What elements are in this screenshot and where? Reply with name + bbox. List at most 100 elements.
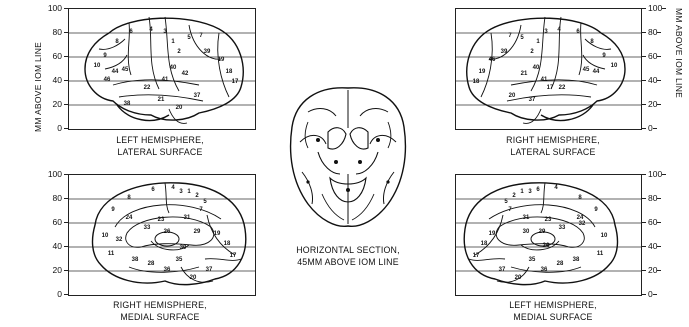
left-medial-region-label: 4 [554, 185, 558, 191]
parieto-occipital-sulcus [207, 215, 235, 255]
left-medial-region-label: 35 [529, 257, 536, 263]
left-medial-region-label: 37 [499, 267, 506, 273]
tick: 80 [53, 193, 62, 203]
caption-line-1: RIGHT HEMISPHERE, [85, 299, 235, 311]
left-lateral-region-label: 44 [112, 69, 119, 75]
right-lateral-region-label: 37 [529, 97, 536, 103]
right-lateral-region-label: 4 [557, 27, 561, 33]
tick: 20 [648, 265, 657, 275]
tick: 0 [648, 123, 653, 133]
parieto-occipital-line [481, 33, 492, 97]
tick: 0 [57, 289, 62, 299]
tick: 60 [648, 51, 657, 61]
right-lateral-region-label: 39 [501, 49, 508, 55]
caption-left-hemisphere-medial: LEFT HEMISPHERE, MEDIAL SURFACE [478, 299, 628, 323]
caption-line-2: MEDIAL SURFACE [85, 311, 235, 323]
tick: 0 [648, 289, 653, 299]
right-medial-region-label: 17 [230, 253, 237, 259]
temporal-lobe-edge [541, 105, 593, 120]
right-lateral-region-label: 40 [533, 65, 540, 71]
left-medial-region-label: 28 [557, 261, 564, 267]
left-medial-region-label: 17 [473, 253, 480, 259]
tick: 20 [648, 99, 657, 109]
paracentral-line [165, 183, 169, 213]
left-lateral-region-label: 7 [199, 33, 203, 39]
caption-line-2: LATERAL SURFACE [478, 146, 628, 158]
left-lateral-region-label: 20 [176, 105, 183, 111]
right-lateral-region-label: 22 [559, 85, 566, 91]
panel-left-hemisphere-medial: 4631257893124231933321018173029261138283… [455, 174, 642, 296]
left-lateral-region-label: 22 [144, 85, 151, 91]
tick: 100 [648, 169, 662, 179]
left-medial-region-label: 38 [573, 257, 580, 263]
superior-temporal-sulcus [507, 95, 591, 101]
left-medial-region-label: 32 [579, 221, 586, 227]
left-lateral-region-label: 19 [218, 57, 225, 63]
y-ticks-top-right: 100 80 60 40 20 0 [648, 8, 674, 128]
left-medial-region-label: 19 [489, 231, 496, 237]
tick: 60 [648, 217, 657, 227]
left-medial-region-label: 8 [578, 195, 582, 201]
right-medial-region-label: 28 [148, 261, 155, 267]
tick: 40 [648, 75, 657, 85]
tick: 80 [648, 27, 657, 37]
left-medial-region-label: 26 [543, 243, 550, 249]
right-medial-region-label: 30 [180, 245, 187, 251]
right-lateral-region-label: 2 [530, 49, 534, 55]
left-lateral-region-label: 39 [204, 49, 211, 55]
left-lateral-region-label: 42 [182, 71, 189, 77]
caption-horizontal-section: HORIZONTAL SECTION, 45MM ABOVE IOM LINE [278, 244, 418, 268]
y-ticks-bottom-right: 100 80 60 40 20 0 [648, 174, 674, 294]
caption-line-2: 45MM ABOVE IOM LINE [278, 256, 418, 268]
tick: 80 [648, 193, 657, 203]
caption-line-1: HORIZONTAL SECTION, [278, 244, 418, 256]
left-medial-region-label: 23 [545, 217, 552, 223]
left-medial-region-label: 3 [528, 189, 532, 195]
right-medial-region-label: 31 [184, 215, 191, 221]
tick: 100 [648, 3, 662, 13]
cerebellum-edge [523, 109, 541, 123]
frontal-sulcus [99, 39, 125, 49]
right-medial-region-label: 6 [151, 187, 155, 193]
tick: 0 [57, 123, 62, 133]
tick: 60 [53, 217, 62, 227]
right-medial-region-label: 23 [158, 217, 165, 223]
left-medial-region-label: 7 [508, 207, 512, 213]
left-lateral-region-label: 38 [124, 101, 131, 107]
right-medial-region-label: 33 [144, 225, 151, 231]
left-medial-region-label: 5 [504, 199, 508, 205]
left-lateral-region-label: 1 [171, 39, 175, 45]
left-lateral-region-label: 18 [226, 69, 233, 75]
tick: 60 [53, 51, 62, 61]
right-lateral-region-label: 46 [489, 57, 496, 63]
left-lateral-region-label: 40 [170, 65, 177, 71]
right-medial-region-label: 4 [171, 185, 175, 191]
left-lateral-region-label: 41 [162, 77, 169, 83]
paracentral-line [541, 183, 545, 213]
cerebellum-edge [169, 109, 187, 123]
right-medial-region-label: 2 [195, 193, 199, 199]
horizontal-section-drawing [278, 82, 418, 232]
right-medial-region-label: 1 [187, 189, 191, 195]
right-lateral-region-label: 18 [473, 79, 480, 85]
left-medial-region-label: 33 [559, 225, 566, 231]
right-medial-region-label: 32 [116, 237, 123, 243]
right-lateral-region-label: 8 [590, 39, 594, 45]
caption-line-2: LATERAL SURFACE [85, 146, 235, 158]
right-medial-region-label: 36 [164, 267, 171, 273]
caption-line-1: LEFT HEMISPHERE, [85, 134, 235, 146]
right-lateral-region-label: 41 [541, 77, 548, 83]
left-lateral-region-label: 5 [187, 35, 191, 41]
brain-lateral-left-drawing: 4689312571040394445462241421918172137203… [69, 9, 255, 129]
caption-line-2: MEDIAL SURFACE [478, 311, 628, 323]
parieto-occipital-line [218, 33, 229, 97]
tick: 40 [53, 241, 62, 251]
tick: 40 [648, 241, 657, 251]
right-medial-region-label: 37 [206, 267, 213, 273]
left-lateral-region-label: 4 [149, 27, 153, 33]
right-lateral-region-label: 3 [544, 29, 548, 35]
left-medial-region-label: 31 [523, 215, 530, 221]
